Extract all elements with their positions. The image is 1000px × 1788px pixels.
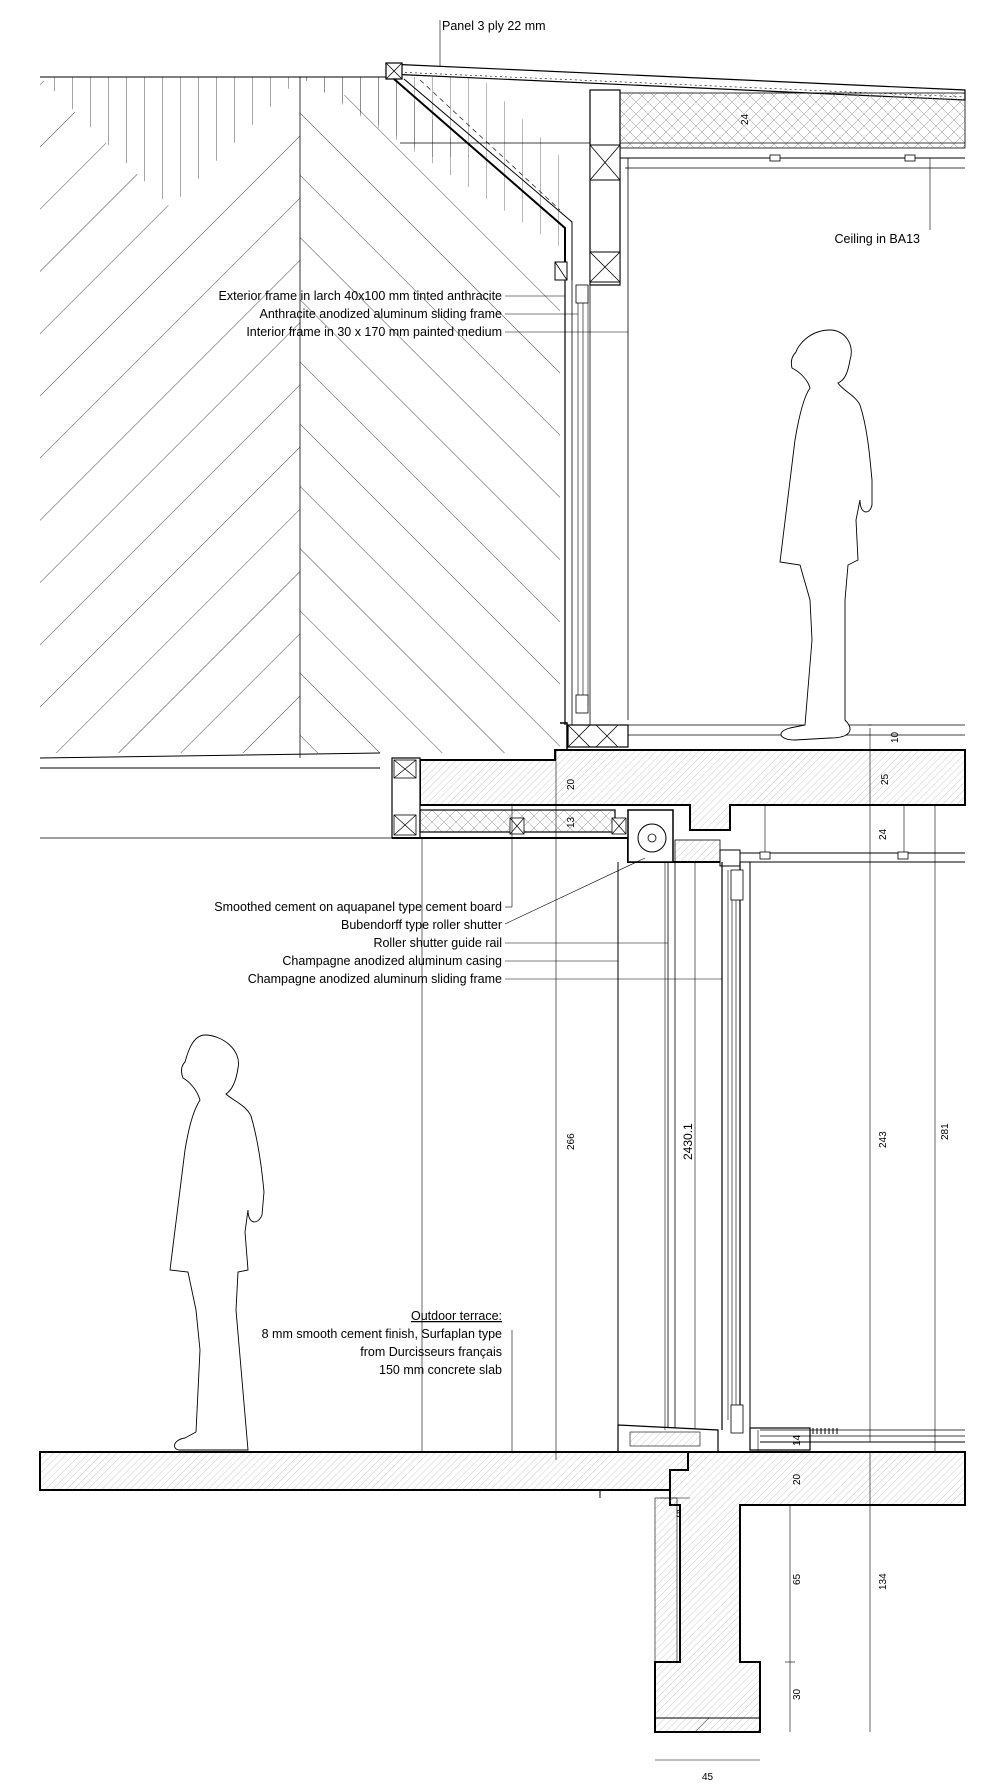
label-panel: Panel 3 ply 22 mm [442,19,546,33]
label-terrace-line3: 150 mm concrete slab [379,1363,502,1377]
floor-slab [40,749,966,863]
dim-h-266: 266 [566,1133,577,1150]
dim-floor-25: 25 [880,773,891,785]
dim-gap-5: 5 [676,1509,682,1520]
dim-h-243: 243 [878,1131,889,1148]
label-champagne-frame: Champagne anodized aluminum sliding fram… [248,972,502,986]
label-terrace-title: Outdoor terrace: [411,1309,502,1323]
dim-floor-10: 10 [890,731,901,743]
dim-found-65: 65 [792,1573,803,1585]
dim-roof-24: 24 [740,113,751,125]
upper-window [560,280,965,750]
dim-slab-20: 20 [566,778,577,790]
label-terrace-line2: from Durcisseurs français [360,1345,502,1359]
roller-shutter-box [627,809,741,867]
label-terrace-line1: 8 mm smooth cement finish, Surfaplan typ… [262,1327,502,1341]
label-anthracite-frame: Anthracite anodized aluminum sliding fra… [260,307,503,321]
leader-lines [421,20,936,1761]
dim-found-30: 30 [792,1688,803,1700]
label-ceiling: Ceiling in BA13 [835,232,921,246]
label-smoothed-cement: Smoothed cement on aquapanel type cement… [214,900,502,914]
label-exterior-frame: Exterior frame in larch 40x100 mm tinted… [219,289,503,303]
person-figure-upper [779,329,873,741]
dim-base-20: 20 [792,1473,803,1485]
dim-width-45: 45 [702,1772,714,1783]
terrace-slab [39,1451,966,1733]
dim-ceiling-24: 24 [878,828,889,840]
upper-exterior-cladding [39,76,560,769]
dim-h-2430: 2430.1 [681,1123,695,1160]
roof-assembly [385,62,966,720]
lower-window [617,862,840,1453]
dim-sill-14: 14 [792,1434,803,1446]
dim-found-134: 134 [878,1573,889,1590]
dim-h-281: 281 [940,1123,951,1140]
label-casing: Champagne anodized aluminum casing [282,954,502,968]
label-roller-shutter: Bubendorff type roller shutter [341,918,502,932]
person-figure-lower [169,1034,265,1451]
label-guide-rail: Roller shutter guide rail [373,936,502,950]
label-interior-frame: Interior frame in 30 x 170 mm painted me… [246,325,502,339]
dim-slab-13: 13 [566,816,577,828]
